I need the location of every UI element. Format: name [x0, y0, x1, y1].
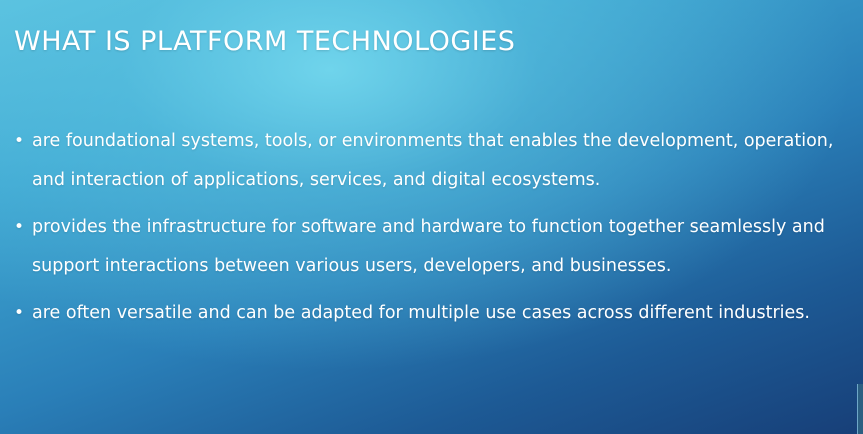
scrollbar[interactable] [857, 384, 863, 434]
bullet-text: are foundational systems, tools, or envi… [32, 131, 834, 190]
bullet-item: • are foundational systems, tools, or en… [14, 122, 844, 200]
bullet-item: • provides the infrastructure for softwa… [14, 208, 844, 286]
bullet-text: are often versatile and can be adapted f… [32, 303, 810, 323]
bullet-text: provides the infrastructure for software… [32, 217, 825, 276]
bullet-item: • are often versatile and can be adapted… [14, 294, 844, 333]
bullet-dot-icon: • [14, 303, 25, 323]
bullet-dot-icon: • [14, 217, 25, 237]
bullet-list: • are foundational systems, tools, or en… [14, 122, 844, 341]
bullet-dot-icon: • [14, 131, 25, 151]
slide-title: WHAT IS PLATFORM TECHNOLOGIES [14, 26, 516, 57]
